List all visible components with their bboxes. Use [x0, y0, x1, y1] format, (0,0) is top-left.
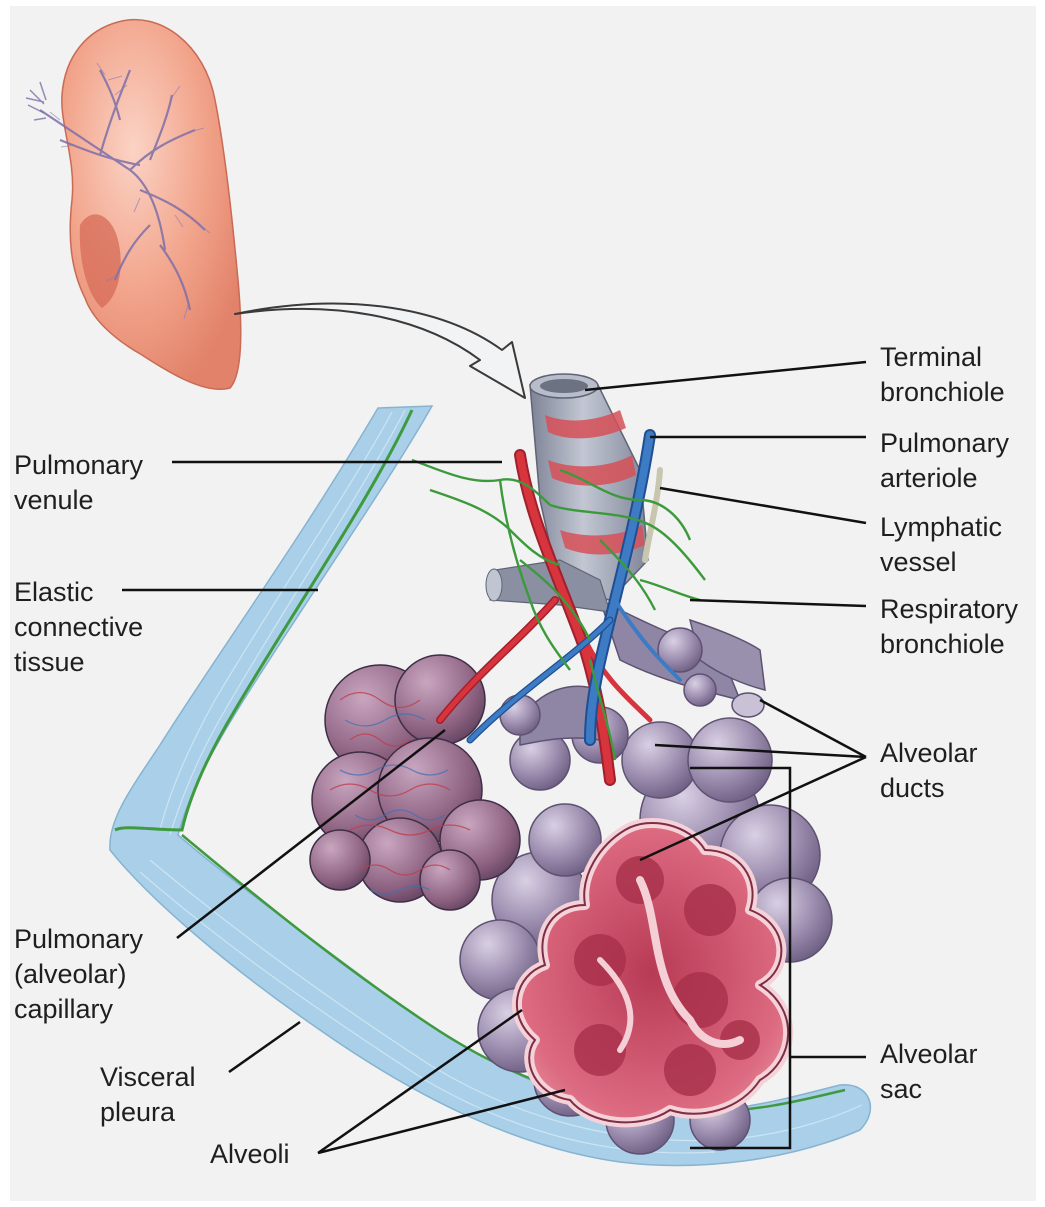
label-pulmonary-arteriole: Pulmonary arteriole: [880, 426, 1009, 496]
label-respiratory-bronchiole: Respiratory bronchiole: [880, 592, 1018, 662]
label-alveoli: Alveoli: [210, 1137, 290, 1172]
label-pulmonary-capillary: Pulmonary (alveolar) capillary: [14, 922, 143, 1027]
label-lymphatic-vessel: Lymphatic vessel: [880, 510, 1002, 580]
label-alveolar-sac: Alveolar sac: [880, 1037, 978, 1107]
label-pulmonary-venule: Pulmonary venule: [14, 448, 143, 518]
label-visceral-pleura: Visceral pleura: [100, 1060, 196, 1130]
label-alveolar-ducts: Alveolar ducts: [880, 736, 978, 806]
label-elastic-connective-tissue: Elastic connective tissue: [14, 575, 143, 680]
label-terminal-bronchiole: Terminal bronchiole: [880, 340, 1005, 410]
